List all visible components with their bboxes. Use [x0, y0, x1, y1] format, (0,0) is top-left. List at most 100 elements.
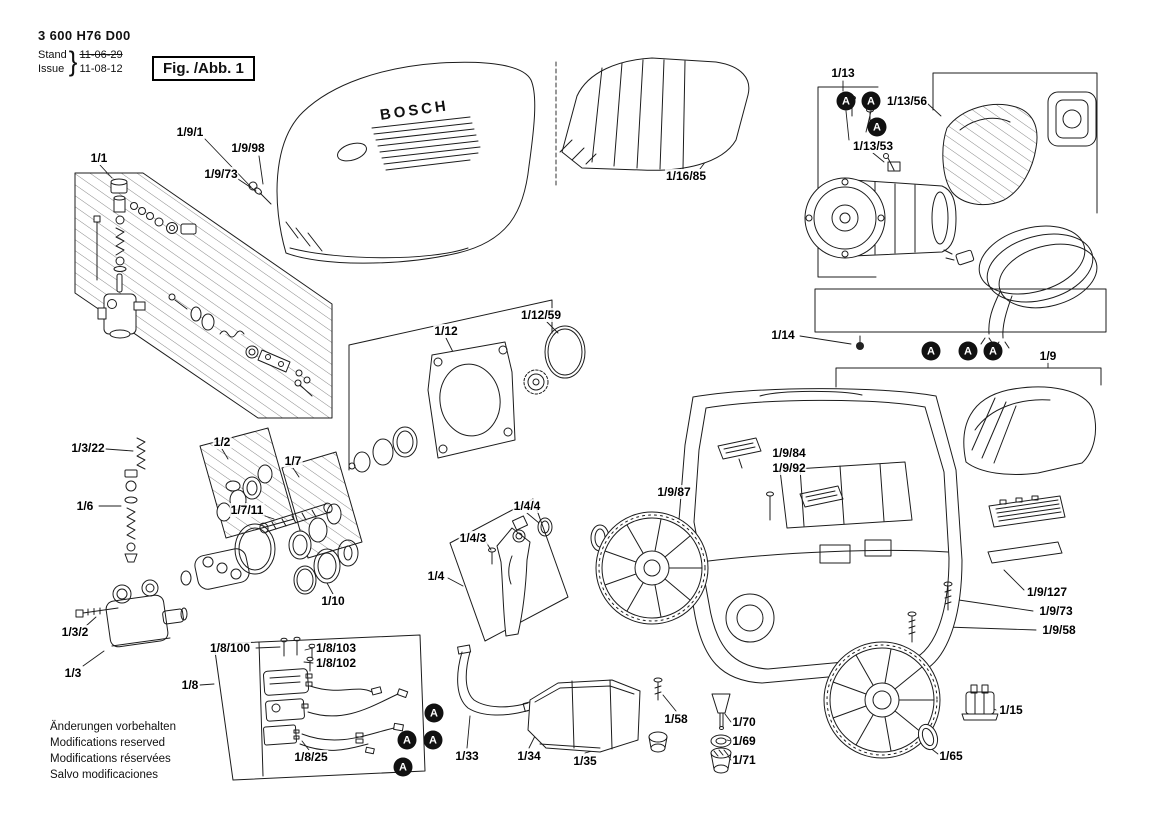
wheel-right [823, 641, 941, 759]
part-label: 1/34 [516, 749, 542, 763]
part-label: 1/9/1 [175, 125, 205, 139]
motor-assembly-1-13 [804, 95, 957, 259]
part-label: 1/9/84 [771, 446, 807, 460]
part-label: 1/8/25 [293, 750, 329, 764]
notice-line-de: Änderungen vorbehalten [50, 721, 176, 733]
part-label: 1/65 [938, 749, 964, 763]
seal-kit-box-1-2 [199, 427, 295, 539]
cap-1-71 [710, 747, 732, 774]
pump-head-1-3 [105, 548, 250, 648]
issue-date: 11-08-12 [79, 62, 123, 75]
ring-1-69 [710, 734, 732, 748]
part-label: 1/9/73 [1038, 604, 1074, 618]
notice-line-fr: Modifications réservées [50, 753, 171, 765]
part-label: 1/3 [63, 666, 83, 680]
part-label: 1/7 [283, 454, 303, 468]
pump-flange-1-12 [348, 325, 586, 473]
notice-line-en: Modifications reserved [50, 737, 166, 749]
part-label: 1/4 [426, 569, 446, 583]
part-label: 1/9/127 [1025, 585, 1069, 599]
part-label: 1/58 [663, 712, 689, 726]
part-label: 1/9/73 [203, 167, 239, 181]
tank-1-34 [527, 679, 668, 753]
part-label: 1/4/4 [512, 499, 542, 513]
part-label: 1/2 [212, 435, 232, 449]
part-label: 1/13/53 [851, 139, 895, 153]
screw-1-9-58 [907, 611, 917, 643]
part-label: 1/12 [433, 324, 459, 338]
part-label: 1/6 [75, 499, 95, 513]
part-label: 1/12/59 [519, 308, 563, 322]
switch-box-1-8 [213, 634, 426, 781]
part-label: 1/9/92 [771, 461, 807, 475]
hood-inner-shell-1-16-85 [559, 57, 750, 171]
part-label: 1/3/2 [60, 625, 90, 639]
fan-cover-1-13-56 [942, 91, 1097, 206]
part-label: 1/14 [770, 328, 796, 342]
marker-a: A [397, 730, 417, 750]
label-sheet-1-9-127 [987, 541, 1063, 564]
marker-a: A [424, 703, 444, 723]
marker-a: A [393, 757, 413, 777]
rings-1-10 [293, 539, 359, 595]
rear-cover-1-9 [963, 386, 1096, 475]
valve-parts-1-6 [124, 469, 138, 563]
hose-1-33 [457, 644, 538, 716]
part-label: 1/69 [731, 734, 757, 748]
part-label: 1/8/103 [314, 641, 358, 655]
part-label: 1/1 [89, 151, 109, 165]
part-label: 1/33 [454, 749, 480, 763]
vent-grille [988, 495, 1066, 528]
marker-a: A [983, 341, 1003, 361]
part-label: 1/10 [320, 594, 346, 608]
clip-1-9-84 [717, 437, 762, 469]
screw-1-9-73 [943, 581, 953, 611]
title-block: 3 600 H76 D00 Stand Issue } 11-06-29 11-… [38, 28, 131, 77]
screw-1-58 [653, 677, 663, 701]
part-number: 3 600 H76 D00 [38, 28, 131, 43]
chassis-base-1-9-87 [590, 388, 963, 684]
marker-a: A [958, 341, 978, 361]
clip-1-9-92 [799, 485, 844, 508]
part-label: 1/8 [180, 678, 200, 692]
marker-a: A [861, 91, 881, 111]
part-label: 1/13/56 [885, 94, 929, 108]
issue-label: Issue [38, 62, 65, 75]
valve-kit-box-1-1 [74, 172, 333, 419]
motor-hood: BOSCH [248, 61, 536, 264]
part-label: 1/9/87 [656, 485, 692, 499]
part-label: 1/9/58 [1041, 623, 1077, 637]
nozzle-1-70 [711, 693, 731, 730]
part-label: 1/70 [731, 715, 757, 729]
wheel-left [595, 511, 709, 625]
stand-label: Stand [38, 48, 67, 61]
part-label: 1/35 [572, 754, 598, 768]
marker-a: A [836, 91, 856, 111]
part-label: 1/13 [830, 66, 856, 80]
marker-a: A [921, 341, 941, 361]
power-cord [943, 225, 1098, 349]
notice-line-es: Salvo modificaciones [50, 769, 159, 781]
part-label: 1/8/100 [208, 641, 252, 655]
part-label: 1/4/3 [458, 531, 488, 545]
bolt-1-3-2 [75, 607, 119, 618]
part-label: 1/3/22 [70, 441, 106, 455]
stand-date: 11-06-29 [79, 48, 123, 61]
figure-title: Fig. /Abb. 1 [152, 56, 255, 81]
part-label: 1/15 [998, 703, 1024, 717]
revision-brace: } [68, 45, 78, 77]
grommet-1-14 [856, 335, 864, 350]
marker-a: A [867, 117, 887, 137]
part-label: 1/16/85 [664, 169, 708, 183]
part-label: 1/71 [731, 753, 757, 767]
modifications-notice: Änderungen vorbehalten Modifications res… [50, 719, 176, 783]
part-label: 1/9/98 [230, 141, 266, 155]
part-label: 1/9 [1038, 349, 1058, 363]
connector-1-15 [961, 684, 999, 721]
o-ring-large [234, 523, 276, 575]
part-label: 1/7/11 [229, 503, 265, 517]
marker-a: A [423, 730, 443, 750]
spring-1-3-22 [136, 437, 146, 470]
